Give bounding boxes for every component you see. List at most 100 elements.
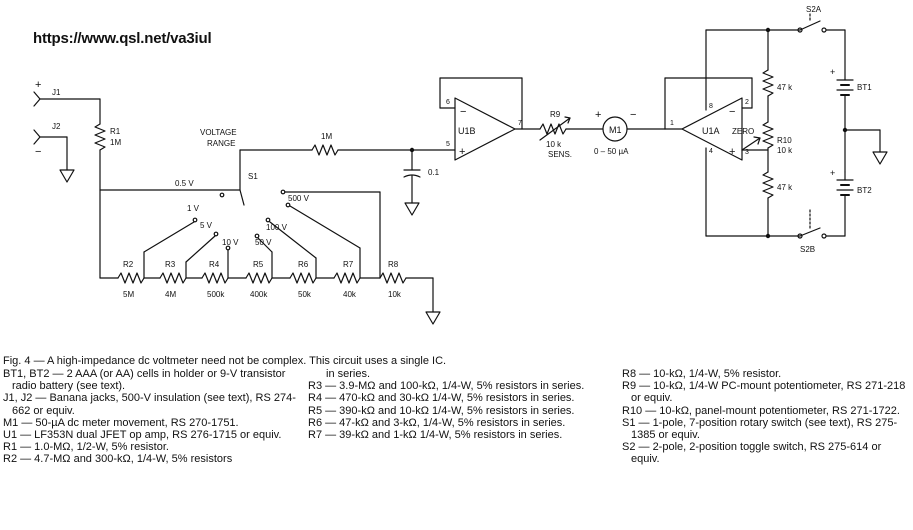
part-r2-cont: in series.	[326, 368, 371, 380]
bt2-label: BT2	[857, 186, 872, 195]
part-r5: R5 — 390-kΩ and 10-kΩ 1/4-W, 5% resistor…	[308, 404, 575, 417]
rotary-switch-s1	[99, 149, 381, 279]
cap-value: 0.1	[428, 168, 440, 177]
ground-symbol	[59, 169, 75, 183]
opamp-u1a	[664, 29, 801, 237]
u1a-pin4: 4	[709, 148, 713, 155]
r47b-value: 47 k	[777, 183, 793, 192]
part-r4: R4 — 470-kΩ and 30-kΩ 1/4-W, 5% resistor…	[308, 392, 575, 405]
battery-bt2	[836, 171, 854, 237]
range-05v: 0.5 V	[175, 179, 194, 188]
input-resistor	[239, 144, 456, 156]
zero-label: ZERO	[732, 127, 754, 136]
u1b-ref: U1B	[458, 126, 476, 136]
r5-ref: R5	[253, 260, 264, 269]
r6-value: 50k	[298, 290, 312, 299]
source-url: https://www.qsl.net/va3iul	[33, 30, 212, 47]
range-100v: 100 V	[266, 223, 288, 232]
r6-ref: R6	[298, 260, 309, 269]
resistor-r1	[94, 98, 106, 279]
bt1-plus: +	[830, 67, 835, 77]
u1a-pin8: 8	[709, 103, 713, 110]
u1a-ref: U1A	[702, 126, 720, 136]
part-r9: R9 — 10-kΩ, 1/4-W PC-mount potentiometer…	[622, 380, 906, 405]
part-r6: R6 — 47-kΩ and 3-kΩ, 1/4-W, 5% resistors…	[308, 416, 566, 429]
range-label-voltage: VOLTAGE	[200, 128, 237, 137]
r7-value: 40k	[343, 290, 357, 299]
r8-ref: R8	[388, 260, 399, 269]
part-s2: S2 — 2-pole, 2-position toggle switch, R…	[622, 441, 882, 466]
part-r7: R7 — 39-kΩ and 1-kΩ 1/4-W, 5% resistors …	[308, 429, 563, 442]
range-5v: 5 V	[200, 221, 213, 230]
m1-range: 0 – 50 µA	[594, 147, 629, 156]
part-s1: S1 — 1-pole, 7-position rotary switch (s…	[622, 416, 898, 442]
r2-ref: R2	[123, 260, 134, 269]
r4-value: 500k	[207, 290, 225, 299]
opamp-u1b	[439, 77, 541, 161]
r9-label: SENS.	[548, 150, 572, 159]
u1a-pin2: 2	[745, 99, 749, 106]
jack-j2	[33, 129, 68, 171]
part-u1: U1 — LF353N dual JFET op amp, RS 276-171…	[3, 429, 282, 442]
part-r10: R10 — 10-kΩ, panel-mount potentiometer, …	[622, 404, 900, 417]
range-10v: 10 V	[222, 238, 239, 247]
r8-value: 10k	[388, 290, 402, 299]
r4-ref: R4	[209, 260, 220, 269]
bt1-label: BT1	[857, 83, 872, 92]
u1a-minus: −	[729, 106, 735, 118]
s1-label: S1	[248, 172, 258, 181]
r3-ref: R3	[165, 260, 176, 269]
part-r1: R1 — 1.0-MΩ, 1/2-W, 5% resistor.	[3, 441, 169, 454]
range-1v: 1 V	[187, 204, 200, 213]
j2-label: J2	[52, 122, 61, 131]
jack-j1	[33, 91, 101, 107]
battery-midpoint-ground	[842, 127, 888, 165]
parts-list-col3: R8 — 10-kΩ, 1/4-W, 5% resistor. R9 — 10-…	[622, 368, 910, 466]
r1-value: 1M	[110, 138, 121, 147]
r47a-value: 47 k	[777, 83, 793, 92]
r3-value: 4M	[165, 290, 176, 299]
m1-ref: M1	[609, 125, 622, 135]
circuit-schematic: + − J1 J2 R1 1M R2 5M R3 4M R4 500k R5 4…	[33, 5, 888, 325]
range-50v: 50 V	[255, 238, 272, 247]
u1b-plus: +	[459, 146, 465, 158]
s2b-label: S2B	[800, 245, 815, 254]
r2-value: 5M	[123, 290, 134, 299]
u1a-pin3: 3	[745, 149, 749, 156]
part-r2: R2 — 4.7-MΩ and 300-kΩ, 1/4-W, 5% resist…	[3, 453, 233, 466]
r9-value: 10 k	[546, 140, 562, 149]
part-bt: BT1, BT2 — 2 AAA (or AA) cells in holder…	[3, 368, 286, 393]
r10-value: 10 k	[777, 146, 793, 155]
bt2-plus: +	[830, 168, 835, 178]
jack-plus-sign: +	[35, 79, 41, 91]
parts-list-col2: in series. R3 — 3.9-MΩ and 100-kΩ, 1/4-W…	[308, 368, 598, 441]
u1b-minus: −	[460, 106, 466, 118]
meter-m1	[602, 116, 666, 142]
part-r8: R8 — 10-kΩ, 1/4-W, 5% resistor.	[622, 368, 782, 380]
input-resistor-value: 1M	[321, 132, 332, 141]
part-m1: M1 — 50-µA dc meter movement, RS 270-175…	[3, 416, 239, 429]
j1-label: J1	[52, 88, 61, 97]
m1-plus: +	[595, 109, 601, 121]
u1b-pin6: 6	[446, 99, 450, 106]
potentiometer-r9	[539, 116, 604, 141]
figure-caption-title: Fig. 4 — A high-impedance dc voltmeter n…	[3, 355, 447, 367]
s2a-label: S2A	[806, 5, 822, 14]
parts-list-col1: BT1, BT2 — 2 AAA (or AA) cells in holder…	[3, 368, 298, 466]
r1-ref: R1	[110, 127, 121, 136]
zero-network	[741, 27, 774, 239]
jack-minus-sign: −	[35, 146, 41, 158]
r10-ref: R10	[777, 136, 792, 145]
u1a-pin1: 1	[670, 120, 674, 127]
part-r3: R3 — 3.9-MΩ and 100-kΩ, 1/4-W, 5% resist…	[308, 380, 585, 393]
switch-s2a	[797, 13, 846, 33]
range-500v: 500 V	[288, 194, 310, 203]
m1-minus: −	[630, 109, 636, 121]
capacitor	[403, 147, 421, 216]
battery-bt1	[836, 29, 854, 173]
r7-ref: R7	[343, 260, 354, 269]
range-label-range: RANGE	[207, 139, 235, 148]
part-j: J1, J2 — Banana jacks, 500-V insulation …	[3, 392, 296, 417]
r5-value: 400k	[250, 290, 268, 299]
